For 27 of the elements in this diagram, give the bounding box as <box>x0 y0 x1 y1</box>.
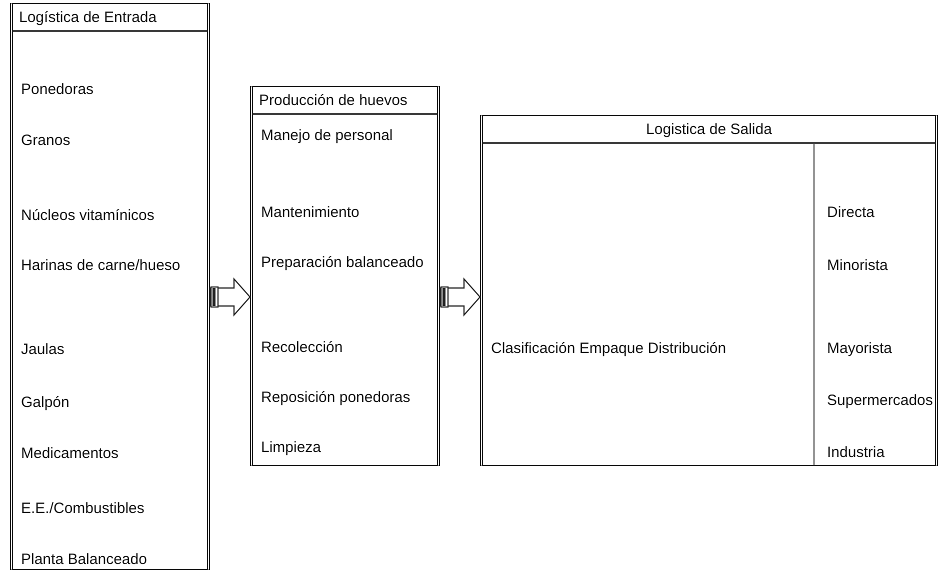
process-box <box>10 3 210 570</box>
list-item: Medicamentos <box>21 445 119 463</box>
process-box <box>480 115 938 466</box>
list-item: Jaulas <box>21 341 64 359</box>
list-item: Granos <box>21 132 70 150</box>
list-item: Minorista <box>827 257 888 275</box>
list-item: Manejo de personal <box>261 127 393 145</box>
list-item: Clasificación Empaque Distribución <box>491 340 726 358</box>
list-item: Harinas de carne/hueso <box>21 257 180 275</box>
list-item: Reposición ponedoras <box>261 389 410 407</box>
list-item: Planta Balanceado <box>21 551 147 569</box>
list-item: Ponedoras <box>21 81 94 99</box>
list-item: Núcleos vitamínicos <box>21 207 154 225</box>
box-heading: Producción de huevos <box>253 87 437 115</box>
list-item: Industria <box>827 444 885 462</box>
list-item: E.E./Combustibles <box>21 500 144 518</box>
list-item: Recolección <box>261 339 343 357</box>
list-item: Mantenimiento <box>261 204 360 222</box>
list-item: Supermercados <box>827 392 933 410</box>
box-heading: Logistica de Salida <box>483 116 935 144</box>
list-item: Mayorista <box>827 340 892 358</box>
list-item: Galpón <box>21 394 70 412</box>
list-item: Preparación balanceado <box>261 254 424 272</box>
process-box <box>250 86 440 466</box>
list-item: Directa <box>827 204 875 222</box>
list-item: Limpieza <box>261 439 322 457</box>
box-heading: Logística de Entrada <box>13 4 207 32</box>
